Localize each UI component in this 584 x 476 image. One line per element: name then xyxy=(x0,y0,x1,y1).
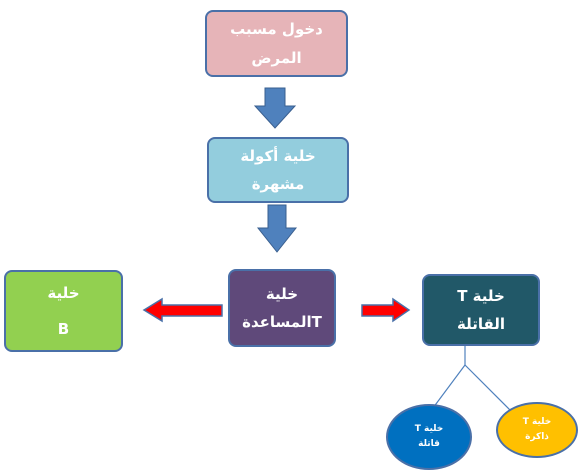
down-arrow-1 xyxy=(253,87,297,129)
killer-t-cell-node: خلية T القاتلة xyxy=(422,274,540,346)
apc-line1: خلية أكولة xyxy=(240,146,316,165)
left-red-arrow xyxy=(142,297,223,323)
right-red-arrow xyxy=(361,297,411,323)
b-cell-node: خلية B xyxy=(4,270,123,352)
killer-t-line2: القاتلة xyxy=(456,315,506,333)
pathogen-entry-node: دخول مسبب المرض xyxy=(205,10,348,77)
apc-line2: مشهرة xyxy=(251,175,305,193)
helper-t-line2: Tالمساعدة xyxy=(242,313,322,331)
antigen-presenting-cell-node: خلية أكولة مشهرة xyxy=(207,137,349,203)
b-cell-line2: B xyxy=(57,320,70,338)
memory-t-cell-ellipse: خلية T ذاكرة xyxy=(496,402,578,458)
connector-right xyxy=(464,364,513,413)
memory-t-line2: ذاكرة xyxy=(525,432,549,442)
helper-t-cell-node: خلية Tالمساعدة xyxy=(228,269,336,347)
b-cell-line1: خلية xyxy=(47,284,80,302)
killer-t-child-line2: قاتلة xyxy=(418,439,440,449)
killer-t-child-line1: خلية T xyxy=(414,423,444,434)
memory-t-line1: خلية T xyxy=(522,416,552,427)
down-arrow-2 xyxy=(256,204,298,253)
killer-t-cell-ellipse: خلية T قاتلة xyxy=(386,404,472,470)
pathogen-entry-line1: دخول مسبب xyxy=(230,20,323,38)
pathogen-entry-line2: المرض xyxy=(251,48,302,67)
helper-t-line1: خلية xyxy=(265,284,299,303)
killer-t-line1: خلية T xyxy=(457,286,505,305)
